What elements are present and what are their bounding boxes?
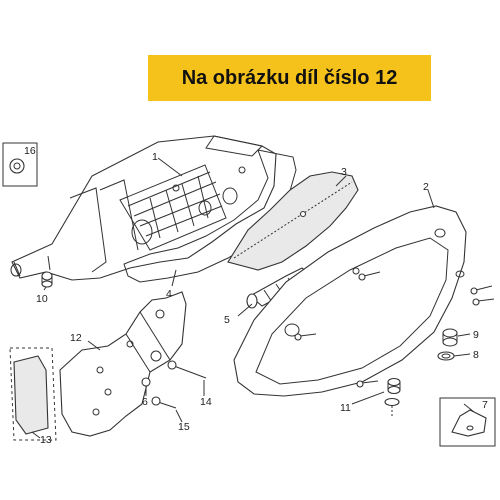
part-13-pad <box>9 347 57 441</box>
label-part-14: 14 <box>200 396 212 408</box>
cover-screws <box>294 271 495 388</box>
part-10-grommet <box>41 271 53 288</box>
part-9-bushing <box>442 328 458 347</box>
part-15-screw <box>151 396 177 409</box>
label-part-8: 8 <box>473 349 479 361</box>
label-part-7: 7 <box>482 399 488 411</box>
label-part-12: 12 <box>70 332 82 344</box>
label-part-4: 4 <box>166 288 172 300</box>
label-part-9: 9 <box>473 329 479 341</box>
label-part-16: 16 <box>24 145 36 157</box>
label-part-5: 5 <box>224 314 230 326</box>
part-11-bushing <box>384 377 401 418</box>
highlight-banner: Na obrázku díl číslo 12 <box>148 55 431 101</box>
banner-text: Na obrázku díl číslo 12 <box>181 66 398 89</box>
leader-lines <box>31 157 475 439</box>
label-part-11: 11 <box>340 402 351 414</box>
label-part-13: 13 <box>40 434 52 446</box>
label-part-3: 3 <box>341 166 347 178</box>
label-part-15: 15 <box>178 421 190 433</box>
part-16-inset <box>2 142 38 187</box>
part-8-clip <box>437 351 455 361</box>
part-14-screw <box>167 360 207 379</box>
part-7-inset <box>439 397 496 447</box>
part-3-air-filter <box>227 171 359 271</box>
part-12-bracket <box>59 291 187 437</box>
label-part-6: 6 <box>142 396 148 408</box>
part-2-airbox-cover <box>233 205 467 397</box>
part-labels: 1 2 3 4 5 6 7 8 9 10 11 12 13 14 15 16 <box>24 145 488 446</box>
label-part-1: 1 <box>152 151 158 163</box>
label-part-2: 2 <box>423 181 429 193</box>
label-part-10: 10 <box>36 293 48 305</box>
part-1-airbox-housing <box>10 135 277 281</box>
